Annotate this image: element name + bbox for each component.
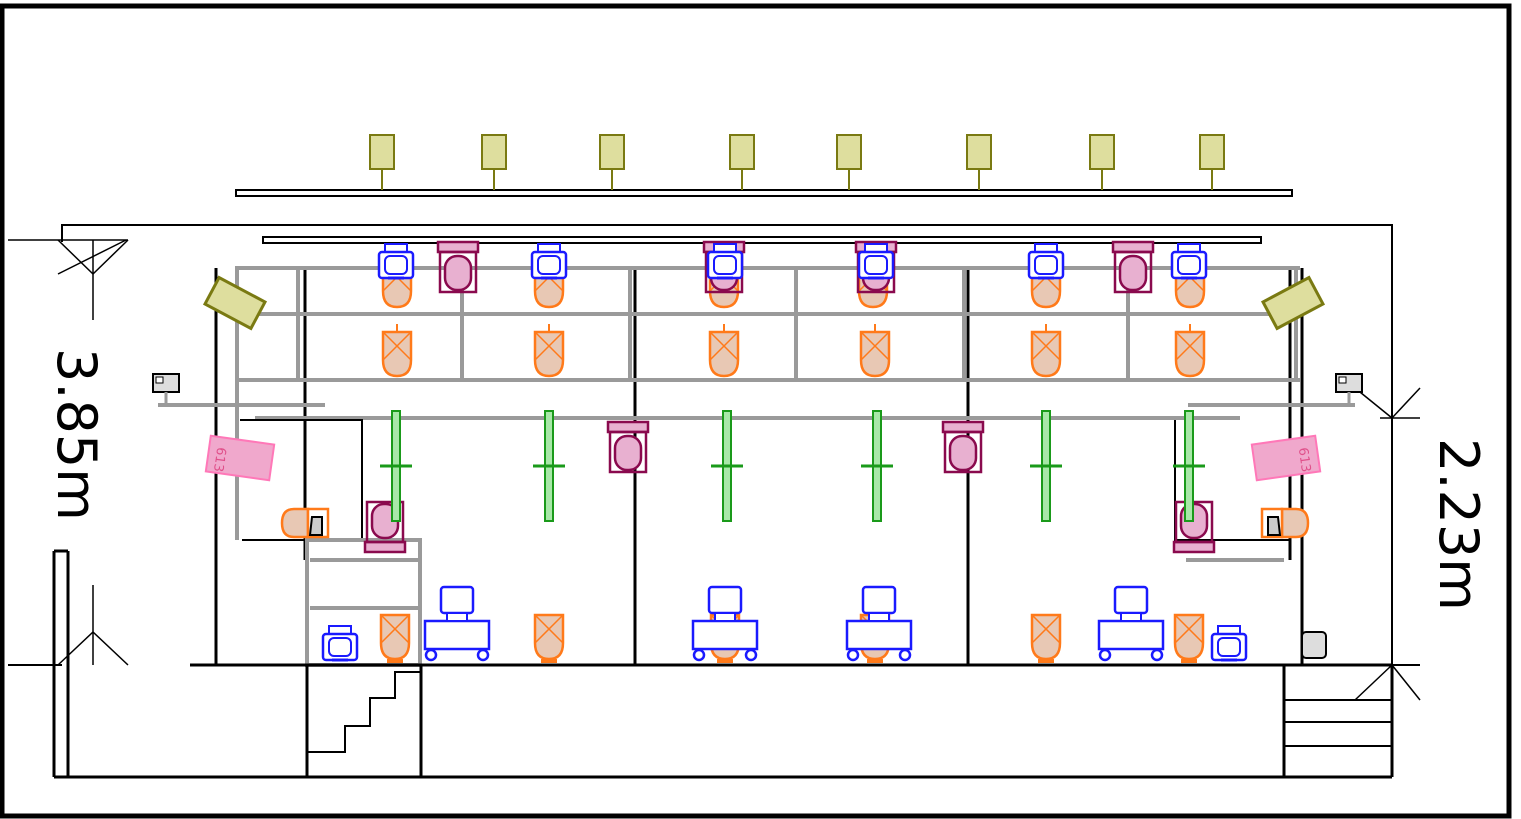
drawing-frame xyxy=(0,3,1512,819)
profile-spot-icon xyxy=(1174,324,1206,378)
wash-light-icon xyxy=(857,243,895,280)
profile-spot-icon xyxy=(381,324,413,378)
header-pipe xyxy=(262,236,1262,244)
flood-light-row xyxy=(369,134,1225,190)
led-bar-icon xyxy=(533,410,565,522)
monitor-cart-icon xyxy=(845,585,913,662)
profile-spot-icon xyxy=(1030,613,1062,663)
flood-light-icon xyxy=(369,134,395,190)
flood-light-icon xyxy=(202,275,268,331)
projector-group xyxy=(152,373,1363,405)
moving-head-icon xyxy=(941,420,985,474)
staircase-left xyxy=(307,671,421,753)
wash-light-icon xyxy=(321,625,359,662)
wash-light-icon xyxy=(1027,243,1065,280)
led-bar-icon xyxy=(380,410,412,522)
flood-light-icon xyxy=(1260,275,1326,331)
wash-light-icon xyxy=(1170,243,1208,280)
projector-icon xyxy=(152,373,180,405)
wash-light-icon xyxy=(706,243,744,280)
monitor-cart-icon xyxy=(691,585,759,662)
moving-head-icon xyxy=(606,420,650,474)
flood-light-icon xyxy=(966,134,992,190)
dimension-right xyxy=(1354,387,1421,701)
profile-spot-icon xyxy=(1030,324,1062,378)
booth-frame xyxy=(240,419,363,541)
projector-icon xyxy=(1335,373,1363,405)
wash-light-icon xyxy=(1210,625,1248,662)
moving-head-icon xyxy=(1111,240,1155,294)
flood-light-icon xyxy=(599,134,625,190)
flood-light-icon xyxy=(1089,134,1115,190)
floor-speaker-icon xyxy=(1301,631,1327,659)
led-bar-icon xyxy=(1173,410,1205,522)
profile-spot-icon xyxy=(859,324,891,378)
led-bar-icon xyxy=(1030,410,1062,522)
flood-light-icon xyxy=(1199,134,1225,190)
staircase-right xyxy=(1284,699,1392,747)
gobo-panel-icon: 613 xyxy=(204,434,276,482)
dimension-right-label: 2.23m xyxy=(1427,438,1490,611)
led-bar-icon xyxy=(861,410,893,522)
flood-light-icon xyxy=(836,134,862,190)
monitor-cart-icon xyxy=(423,585,491,662)
flood-light-icon xyxy=(481,134,507,190)
monitor-cart-icon xyxy=(1097,585,1165,662)
profile-spot-icon xyxy=(533,613,565,663)
profile-spot-icon xyxy=(379,613,411,663)
led-bar-group xyxy=(380,410,1205,522)
follow-spot-icon xyxy=(280,507,330,539)
monitor-cart-group xyxy=(423,585,1165,662)
gobo-label-left: 613 xyxy=(210,446,228,473)
wash-light-icon xyxy=(530,243,568,280)
wash-light-icon xyxy=(377,243,415,280)
wash-light-group xyxy=(321,243,1248,662)
side-flood-group xyxy=(202,275,1326,331)
dimension-left-label: 3.85m xyxy=(45,348,108,521)
gobo-panel-icon: 613 xyxy=(1250,434,1322,482)
profile-spot-icon xyxy=(1173,613,1205,663)
led-bar-icon xyxy=(711,410,743,522)
stage-box-outline xyxy=(61,224,1393,665)
flood-bar xyxy=(235,189,1293,197)
moving-head-icon xyxy=(436,240,480,294)
profile-spot-icon xyxy=(708,324,740,378)
profile-spot-icon xyxy=(533,324,565,378)
gobo-panel-group: 613 613 xyxy=(204,434,1322,482)
flood-light-icon xyxy=(729,134,755,190)
stage-platform xyxy=(52,549,1394,779)
dimension-left xyxy=(8,239,129,666)
follow-spot-icon xyxy=(1260,507,1310,539)
follow-spot-group xyxy=(280,507,1327,659)
moving-head-group xyxy=(363,240,1216,554)
gobo-label-right: 613 xyxy=(1295,447,1313,474)
